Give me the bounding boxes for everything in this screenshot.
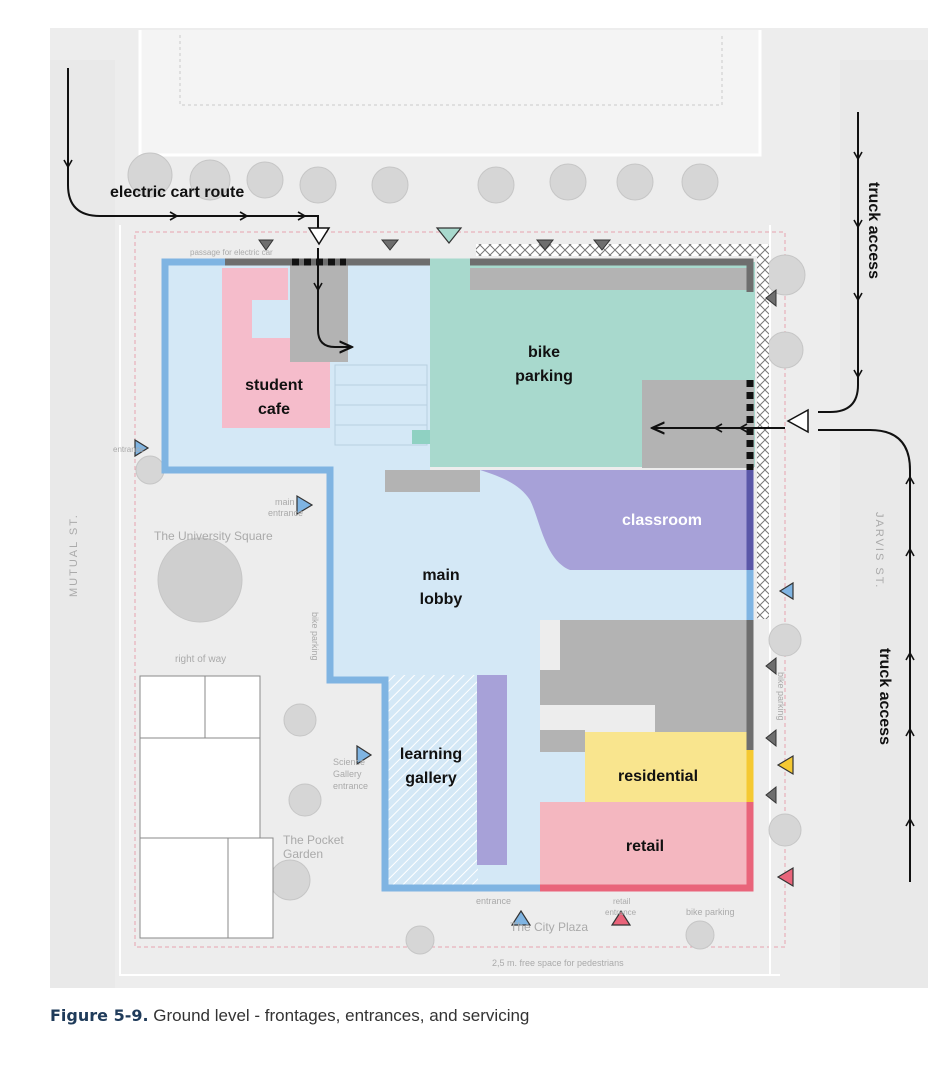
student-cafe-room: [222, 268, 330, 428]
truck-access-label-top: truck access: [865, 182, 882, 279]
entrance-triangle-icon: [776, 866, 794, 888]
truck-route-bottom-arrows: [905, 475, 915, 827]
hedge-right: [757, 244, 769, 619]
site-boundary: [134, 231, 786, 948]
bike-parking-label-line1: bike: [528, 344, 560, 361]
entrance-triangle-icon: [510, 909, 532, 926]
service-triangle-icons: [258, 239, 777, 805]
entrance-triangle-icon: [435, 227, 463, 244]
site-plan-diagram: student cafe bike parking classroom main…: [50, 28, 928, 988]
retail-entrance-label-line1: retail: [613, 897, 631, 906]
right-of-way-label: right of way: [175, 654, 226, 665]
city-plaza-label: The City Plaza: [510, 920, 588, 934]
science-gallery-label-line3: entrance: [333, 781, 368, 791]
cart-entrance-triangle-icon: [307, 227, 331, 246]
entrance-left-label: entrance: [113, 445, 145, 454]
mutual-street-label: MUTUAL ST.: [68, 513, 80, 597]
retail-room: [540, 802, 750, 887]
entrance-triangle-icon: [610, 909, 632, 926]
service-loading: [642, 380, 754, 468]
student-cafe-label-line2: cafe: [258, 401, 290, 418]
pocket-garden-label-line1: The Pocket: [283, 833, 344, 847]
stair-marker: [412, 430, 430, 444]
residential-room: [585, 732, 750, 802]
classroom-label: classroom: [622, 512, 702, 529]
service-frontage-right: [470, 258, 754, 292]
student-cafe-label-line1: student: [245, 377, 303, 394]
electric-cart-route-label: electric cart route: [110, 184, 244, 201]
lobby-frontage: [161, 258, 540, 892]
entrance-triangle-icon: [134, 438, 150, 458]
bike-parking-bottom-label: bike parking: [686, 907, 735, 917]
main-lobby-label-line2: lobby: [420, 591, 463, 608]
retail-frontage: [540, 802, 754, 892]
mutual-street: [50, 60, 115, 988]
truck-route-inside-arrows: [713, 423, 748, 433]
science-gallery-label-line2: Gallery: [333, 769, 362, 779]
gallery-display-strip: [477, 675, 507, 865]
jarvis-street: [840, 60, 928, 988]
learning-gallery-label-line1: learning: [400, 746, 462, 763]
bike-parking-left-label: bike parking: [310, 612, 320, 661]
figure-caption: Figure 5-9. Ground level - frontages, en…: [50, 1006, 529, 1026]
hedge-top: [476, 244, 766, 256]
service-core-right: [540, 620, 750, 750]
electric-cart-route: [67, 68, 319, 232]
learning-gallery-label-line2: gallery: [405, 770, 457, 787]
truck-entrance-triangle-icon: [786, 408, 809, 434]
cart-route-inner: [317, 248, 352, 347]
passage-label: passage for electric car: [190, 248, 273, 257]
truck-route-top-arrows: [853, 151, 863, 379]
figure-caption-text: Ground level - frontages, entrances, and…: [148, 1006, 530, 1025]
science-gallery-label-line1: Science: [333, 757, 365, 767]
jarvis-street-label: JARVIS ST.: [873, 512, 885, 589]
entrance-triangle-icon: [296, 494, 314, 516]
truck-route-top: [818, 112, 859, 413]
entrance-bottom-label: entrance: [476, 896, 511, 906]
entrance-triangle-icon: [778, 581, 794, 601]
cart-route-arrows: [63, 159, 307, 221]
main-entrance-label-line1: main: [275, 497, 295, 507]
service-small: [540, 730, 585, 752]
cart-route-inner-arrow: [313, 282, 323, 292]
main-lobby-label-line1: main: [422, 567, 459, 584]
bike-parking-right-label: bike parking: [776, 672, 786, 721]
stair-lines: [334, 364, 428, 446]
main-entrance-label-line2: entrance: [268, 508, 303, 518]
entrance-triangle-icon: [356, 744, 373, 766]
north-block-outline: [138, 30, 762, 157]
truck-route-bottom: [818, 429, 911, 882]
service-strip-top: [470, 268, 750, 290]
learning-gallery-room: [388, 675, 478, 885]
pocket-garden-label-line2: Garden: [283, 847, 323, 861]
lobby-strip: [540, 752, 585, 802]
service-strip-mid: [385, 470, 480, 492]
entrance-triangle-icon: [776, 754, 794, 776]
adjacent-building: [139, 675, 274, 939]
free-space-label: 2,5 m. free space for pedestrians: [492, 958, 624, 968]
truck-access-label-bottom: truck access: [876, 648, 893, 745]
classroom-room: [480, 470, 750, 570]
retail-label: retail: [626, 838, 664, 855]
figure-number: Figure 5-9.: [50, 1006, 149, 1025]
bike-parking-label-line2: parking: [515, 368, 573, 385]
retail-entrance-label-line2: entrance: [605, 908, 637, 917]
residential-label: residential: [618, 768, 698, 785]
university-square-label: The University Square: [154, 529, 273, 543]
trees: [127, 152, 806, 955]
